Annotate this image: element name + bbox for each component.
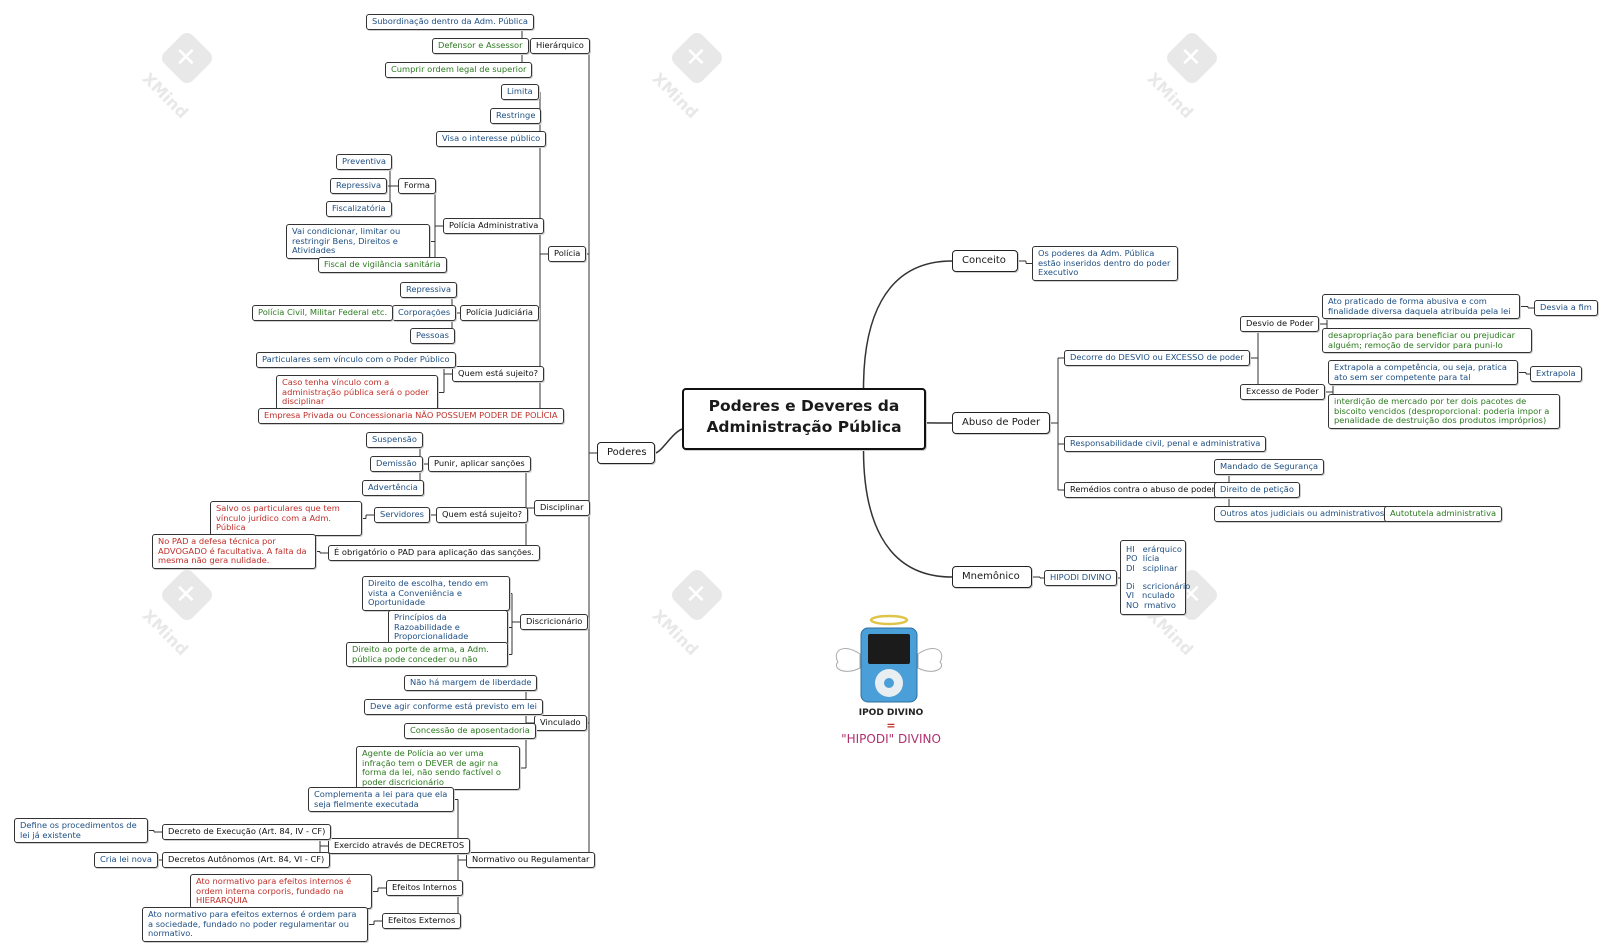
leaf-razoabilidade[interactable]: Princípios da Razoabilidade e Proporcion… bbox=[388, 610, 508, 645]
connector bbox=[862, 449, 953, 578]
subtopic-discricionario[interactable]: Discricionário bbox=[520, 614, 589, 630]
leaf-fiscal-sanitaria[interactable]: Fiscal de vigilância sanitária bbox=[318, 257, 447, 273]
leaf-empresa-privada[interactable]: Empresa Privada ou Concessionaria NÃO PO… bbox=[258, 408, 564, 424]
leaf-direito-escolha[interactable]: Direito de escolha, tendo em vista a Con… bbox=[362, 576, 510, 611]
leaf-defensor-assessor[interactable]: Defensor e Assessor bbox=[432, 38, 529, 54]
leaf-responsabilidade[interactable]: Responsabilidade civil, penal e administ… bbox=[1064, 436, 1267, 452]
leaf-demissao[interactable]: Demissão bbox=[370, 456, 423, 472]
leaf-excesso-ato[interactable]: Extrapola a competência, ou seja, pratic… bbox=[1328, 360, 1518, 386]
subtopic-decreto-execucao[interactable]: Decreto de Execução (Art. 84, IV - CF) bbox=[162, 824, 332, 840]
subtopic-normativo[interactable]: Normativo ou Regulamentar bbox=[466, 852, 596, 868]
leaf-policia-civil[interactable]: Polícia Civil, Militar Federal etc. bbox=[252, 305, 394, 321]
leaf-excesso-exemplo[interactable]: interdição de mercado por ter dois pacot… bbox=[1328, 394, 1560, 429]
subtopic-policia-administrativa[interactable]: Polícia Administrativa bbox=[443, 218, 545, 234]
leaf-mandado-seguranca[interactable]: Mandado de Segurança bbox=[1214, 459, 1325, 475]
subtopic-quem-esta-sujeito-policia[interactable]: Quem está sujeito? bbox=[452, 366, 545, 382]
leaf-desvia-a-fim[interactable]: Desvia a fim bbox=[1534, 300, 1598, 316]
subtopic-remedios[interactable]: Remédios contra o abuso de poder bbox=[1064, 482, 1222, 498]
ipod-angel-icon bbox=[835, 614, 943, 703]
leaf-advertencia[interactable]: Advertência bbox=[362, 480, 424, 496]
subtopic-disciplinar[interactable]: Disciplinar bbox=[534, 500, 590, 516]
subtopic-vinculado[interactable]: Vinculado bbox=[534, 715, 587, 731]
leaf-limita[interactable]: Limita bbox=[501, 84, 539, 100]
subtopic-excesso-de-poder[interactable]: Excesso de Poder bbox=[1240, 384, 1325, 400]
leaf-jud-repressiva[interactable]: Repressiva bbox=[400, 282, 458, 298]
topic-mnemonico[interactable]: Mnemônico bbox=[952, 566, 1032, 588]
leaf-subordinacao[interactable]: Subordinação dentro da Adm. Pública bbox=[366, 14, 535, 30]
leaf-condicionar[interactable]: Vai condicionar, limitar ou restringir B… bbox=[286, 224, 430, 259]
subtopic-decretos[interactable]: Exercido através de DECRETOS bbox=[328, 838, 471, 854]
leaf-particulares-sem-vinculo[interactable]: Particulares sem vínculo com o Poder Púb… bbox=[256, 352, 456, 368]
leaf-repressiva[interactable]: Repressiva bbox=[330, 178, 388, 194]
connector bbox=[654, 428, 683, 454]
subtopic-hipodi-divino[interactable]: HIPODI DIVINO bbox=[1044, 570, 1118, 586]
topic-poderes[interactable]: Poderes bbox=[597, 442, 655, 464]
leaf-efeitos-internos-def[interactable]: Ato normativo para efeitos internos é or… bbox=[190, 874, 372, 909]
leaf-pad-advogado[interactable]: No PAD a defesa técnica por ADVOGADO é f… bbox=[152, 534, 316, 569]
leaf-visa-interesse[interactable]: Visa o interesse público bbox=[436, 131, 547, 147]
caption-equals: = bbox=[886, 719, 896, 732]
leaf-porte-arma[interactable]: Direito ao porte de arma, a Adm. pública… bbox=[346, 642, 508, 668]
topic-abuso-de-poder[interactable]: Abuso de Poder bbox=[952, 412, 1050, 434]
leaf-direito-peticao[interactable]: Direito de petição bbox=[1214, 482, 1300, 498]
subtopic-decretos-autonomos[interactable]: Decretos Autônomos (Art. 84, VI - CF) bbox=[162, 852, 331, 868]
leaf-autotutela[interactable]: Autotutela administrativa bbox=[1384, 506, 1503, 522]
subtopic-policia-judiciaria[interactable]: Polícia Judiciária bbox=[460, 305, 540, 321]
connector bbox=[862, 260, 953, 389]
leaf-agente-policia[interactable]: Agente de Polícia ao ver uma infração te… bbox=[356, 746, 520, 791]
leaf-cumprir-ordem[interactable]: Cumprir ordem legal de superior bbox=[385, 62, 533, 78]
leaf-pessoas[interactable]: Pessoas bbox=[410, 328, 455, 344]
leaf-caso-tenha-vinculo[interactable]: Caso tenha vínculo com a administração p… bbox=[276, 375, 438, 410]
leaf-define-procedimentos[interactable]: Define os procedimentos de lei já existe… bbox=[14, 818, 148, 844]
topic-conceito[interactable]: Conceito bbox=[952, 250, 1018, 272]
subtopic-efeitos-externos[interactable]: Efeitos Externos bbox=[382, 913, 462, 929]
leaf-complementa-lei[interactable]: Complementa a lei para que ela seja fiel… bbox=[308, 787, 454, 813]
leaf-extrapola[interactable]: Extrapola bbox=[1530, 366, 1582, 382]
subtopic-efeitos-internos[interactable]: Efeitos Internos bbox=[386, 880, 463, 896]
leaf-cria-lei-nova[interactable]: Cria lei nova bbox=[94, 852, 158, 868]
subtopic-policia[interactable]: Polícia bbox=[548, 246, 587, 262]
leaf-suspensao[interactable]: Suspensão bbox=[366, 432, 423, 448]
subtopic-pad-obrigatorio[interactable]: É obrigatório o PAD para aplicação das s… bbox=[328, 545, 541, 561]
leaf-salvo-particulares[interactable]: Salvo os particulares que tem vínculo ju… bbox=[210, 501, 362, 536]
leaf-fiscalizatoria[interactable]: Fiscalizatória bbox=[326, 201, 392, 217]
leaf-desvio-exemplo[interactable]: desapropriação para beneficiar ou prejud… bbox=[1322, 328, 1532, 354]
subtopic-decorre-desvio-excesso[interactable]: Decorre do DESVIO ou EXCESSO de poder bbox=[1064, 350, 1250, 366]
caption-hipodi-divino: "HIPODI" DIVINO bbox=[841, 732, 941, 746]
leaf-agir-conforme-lei[interactable]: Deve agir conforme está previsto em lei bbox=[364, 699, 543, 715]
subtopic-desvio-de-poder[interactable]: Desvio de Poder bbox=[1240, 316, 1320, 332]
leaf-conceito-def[interactable]: Os poderes da Adm. Pública estão inserid… bbox=[1032, 246, 1178, 281]
leaf-restringe[interactable]: Restringe bbox=[490, 108, 542, 124]
subtopic-outros-atos[interactable]: Outros atos judiciais ou administrativos bbox=[1214, 506, 1391, 522]
leaf-sem-margem[interactable]: Não há margem de liberdade bbox=[404, 675, 538, 691]
subtopic-quem-esta-sujeito-disciplinar[interactable]: Quem está sujeito? bbox=[436, 507, 529, 523]
subtopic-forma[interactable]: Forma bbox=[398, 178, 436, 194]
leaf-efeitos-externos-def[interactable]: Ato normativo para efeitos externos é or… bbox=[142, 907, 368, 942]
leaf-mnemonic-list[interactable]: HI erárquico PO lícia DI sciplinar Di sc… bbox=[1120, 540, 1190, 615]
root-topic[interactable]: Poderes e Deveres da Administração Públi… bbox=[682, 388, 926, 450]
subtopic-hierarquico[interactable]: Hierárquico bbox=[530, 38, 590, 54]
subtopic-servidores[interactable]: Servidores bbox=[374, 507, 430, 523]
subtopic-corporacoes[interactable]: Corporações bbox=[392, 305, 457, 321]
caption-ipod-divino: IPOD DIVINO bbox=[858, 708, 924, 718]
leaf-preventiva[interactable]: Preventiva bbox=[336, 154, 393, 170]
leaf-aposentadoria[interactable]: Concessão de aposentadoria bbox=[404, 723, 536, 739]
subtopic-punir-aplicar-sancoes[interactable]: Punir, aplicar sanções bbox=[428, 456, 531, 472]
leaf-desvio-ato[interactable]: Ato praticado de forma abusiva e com fin… bbox=[1322, 294, 1520, 320]
